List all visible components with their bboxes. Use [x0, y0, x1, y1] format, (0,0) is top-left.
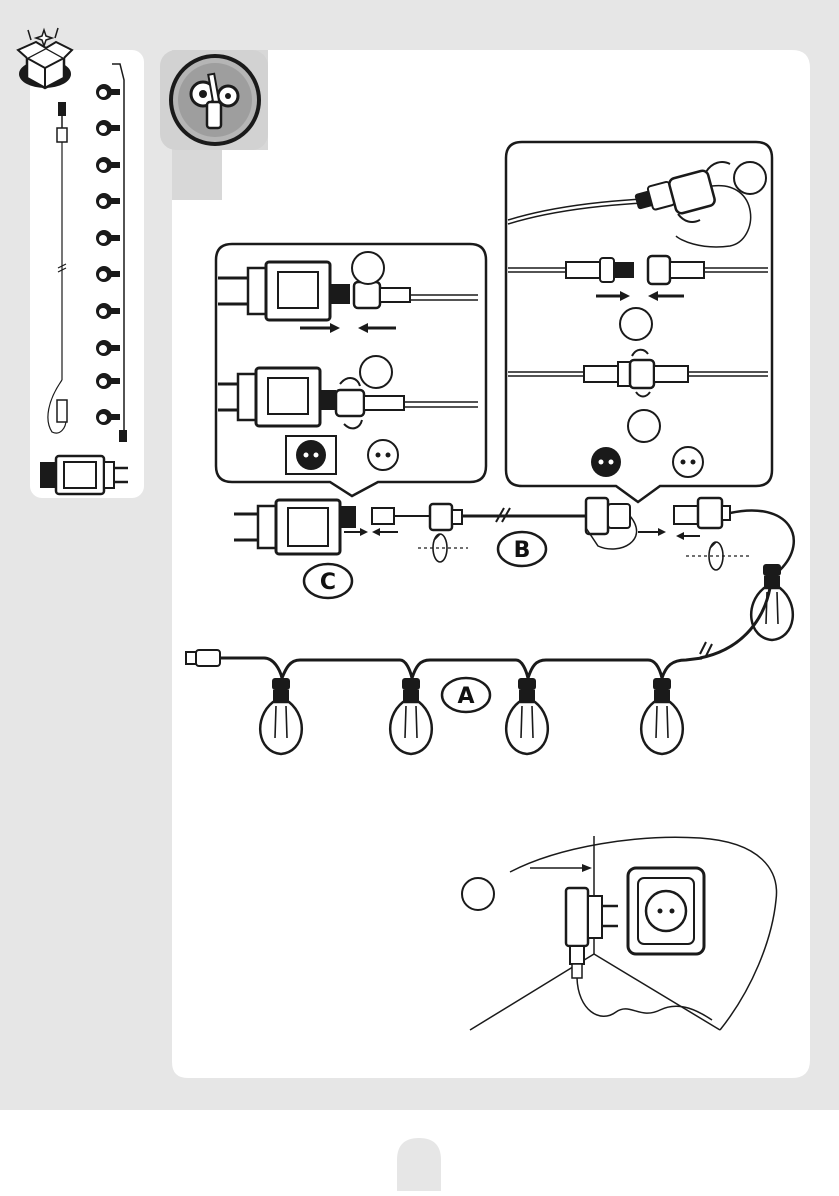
step-label-a: A — [442, 678, 490, 712]
step-label-c: C — [304, 564, 352, 598]
screwdriver-gears-icon — [171, 56, 259, 144]
step-label-b: B — [498, 532, 546, 566]
step-letter-a: A — [457, 684, 474, 709]
step-letter-c: C — [320, 570, 336, 595]
page-number-tab — [397, 1138, 441, 1191]
step-letter-b: B — [514, 538, 531, 563]
